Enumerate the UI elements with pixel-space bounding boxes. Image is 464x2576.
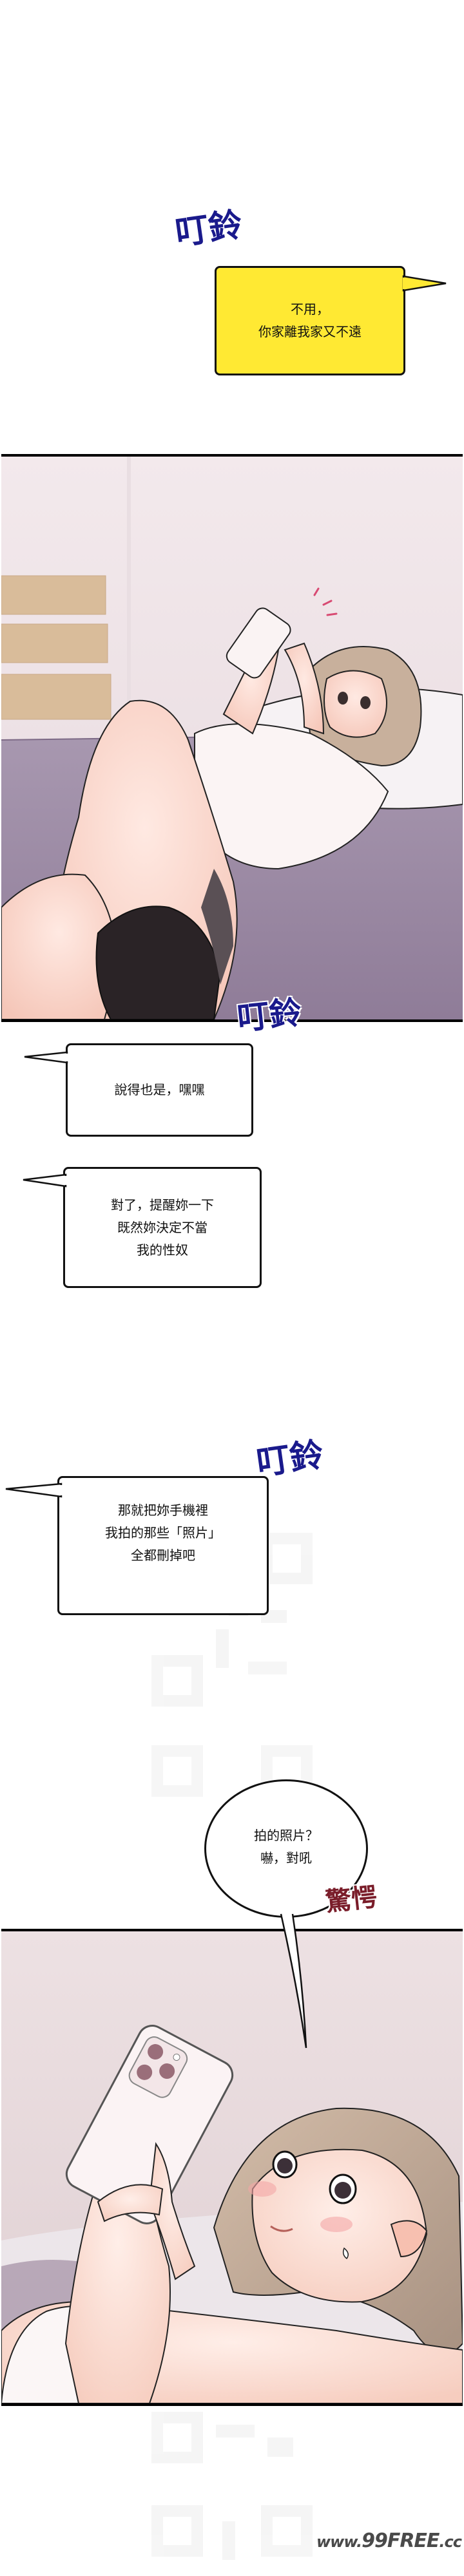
bubble-4-tail [5, 1482, 63, 1498]
bubble-1-tail [402, 275, 447, 292]
sfx-ding-text: 叮鈴 [173, 205, 245, 253]
sfx-ding-text: 叮鈴 [235, 992, 304, 1038]
speech-bubble-4: 那就把妳手機裡 我拍的那些「照片」 全都刪掉吧 [57, 1476, 269, 1615]
faint-qr-watermark-2 [151, 2412, 313, 2573]
bubble-2-tail [24, 1051, 69, 1064]
bubble-3-line-1: 對了，提醒妳一下 [111, 1197, 214, 1213]
speech-bubble-1: 不用， 你家離我家又不遠 [215, 266, 405, 375]
site-watermark: www.99FREE.cc [316, 2530, 462, 2552]
speech-bubble-5: 拍的照片？ 嚇，對吼 [204, 1779, 368, 1918]
smartphone [65, 2025, 234, 2224]
bubble-3-line-3: 我的性奴 [137, 1242, 188, 1258]
speech-bubble-3: 對了，提醒妳一下 既然妳決定不當 我的性奴 [63, 1167, 262, 1288]
bubble-4-line-2: 我拍的那些「照片」 [105, 1524, 221, 1540]
bubble-4-line-3: 全都刪掉吧 [131, 1547, 195, 1563]
headboard [1, 575, 111, 720]
watermark-brand: 99FREE [362, 2530, 440, 2552]
sfx-ding-ring-2: 叮鈴 [235, 992, 304, 1038]
bubble-5-line-2: 嚇，對吼 [260, 1850, 312, 1866]
comic-panel-2 [1, 1929, 463, 2406]
bubble-4-line-1: 那就把妳手機裡 [118, 1502, 208, 1518]
bubble-5-tail [280, 1913, 307, 2049]
speech-bubble-2: 說得也是，嘿嘿 [66, 1043, 253, 1137]
bubble-3-tail [23, 1173, 68, 1188]
watermark-prefix: www. [316, 2533, 362, 2551]
sfx-ding-text: 叮鈴 [254, 1435, 326, 1483]
bubble-1-line-2: 你家離我家又不遠 [258, 324, 362, 339]
sfx-ding-ring-1: 叮鈴 [173, 205, 245, 253]
bubble-2-line-1: 說得也是，嘿嘿 [114, 1082, 205, 1097]
sfx-shock: 驚愕 [324, 1881, 379, 1918]
bubble-5-line-1: 拍的照片？ [254, 1828, 318, 1843]
bubble-3-line-2: 既然妳決定不當 [117, 1219, 208, 1235]
sfx-shock-text: 驚愕 [324, 1881, 379, 1918]
sfx-ding-ring-3: 叮鈴 [254, 1435, 326, 1483]
comic-panel-1 [1, 454, 463, 1022]
panel-1-illustration [1, 457, 463, 1019]
watermark-suffix: .cc [439, 2533, 462, 2551]
panel-2-illustration [1, 1931, 463, 2403]
bubble-1-line-1: 不用， [291, 301, 329, 317]
